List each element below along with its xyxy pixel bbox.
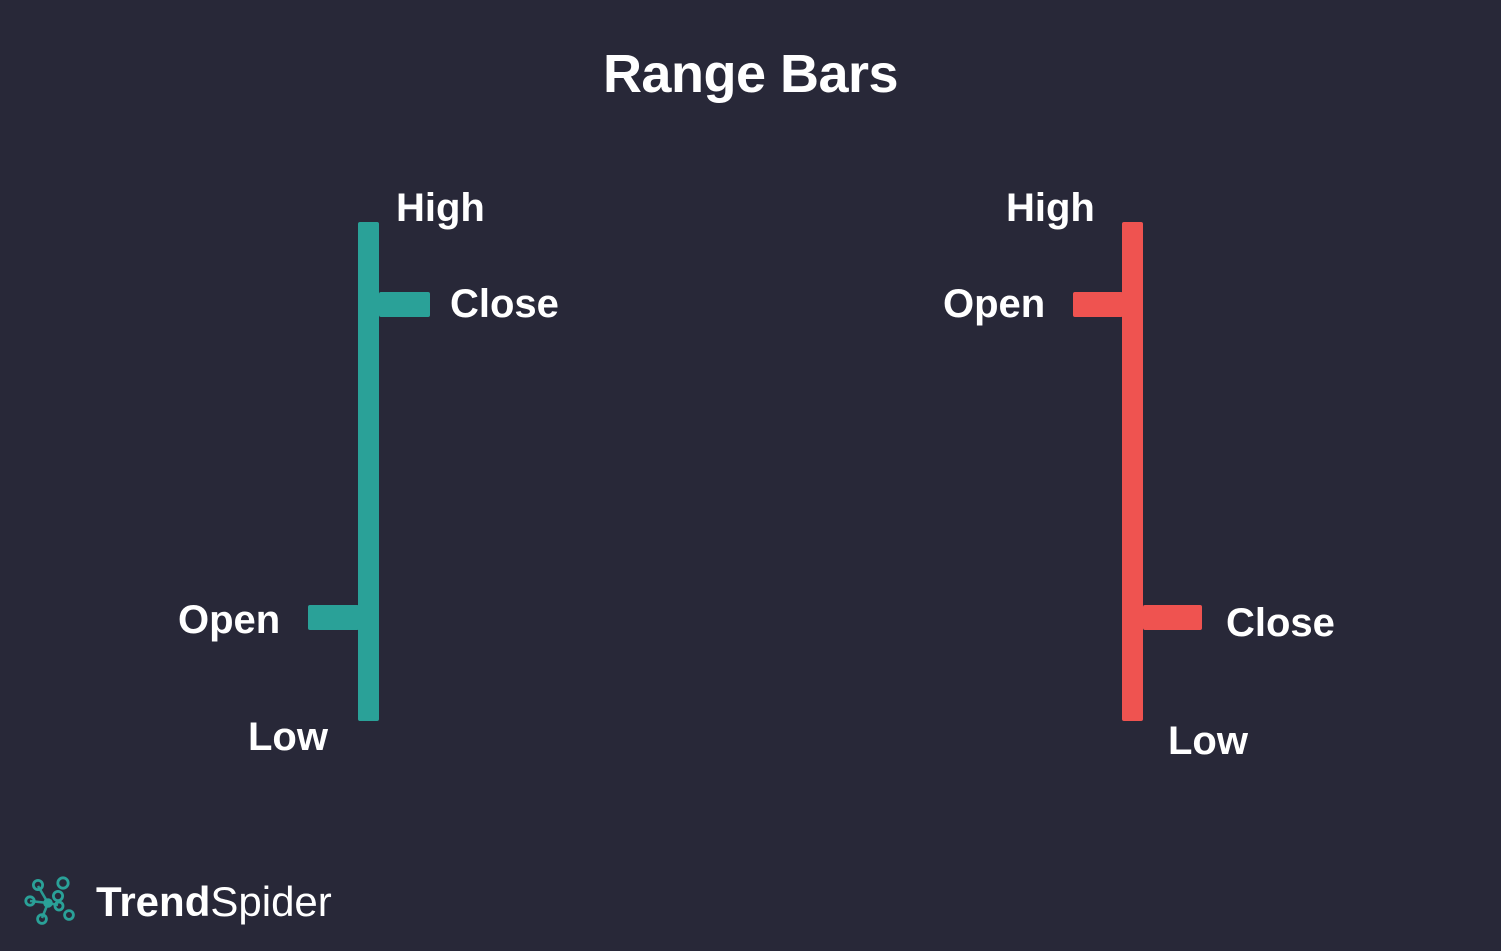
brand-wordmark-spider: Spider [210,878,332,925]
bearish-close-label: Close [1226,601,1335,645]
brand-logo: TrendSpider [22,872,332,932]
brand-wordmark-trend: Trend [96,878,211,925]
bearish-close-tick [1143,605,1202,630]
bullish-open-label: Open [178,598,281,642]
bullish-close-label: Close [450,282,559,326]
network-nodes-icon [24,876,75,925]
bearish-open-tick [1073,292,1123,317]
bearish-high-label: High [1006,186,1095,230]
bullish-low-label: Low [248,715,328,759]
bearish-high-low-stem [1122,222,1143,721]
bullish-close-tick [379,292,430,317]
brand-wordmark: TrendSpider [96,879,332,925]
bullish-high-low-stem [358,222,379,721]
bullish-open-tick [308,605,359,630]
page-title: Range Bars [602,44,899,104]
bearish-low-label: Low [1168,719,1248,763]
bearish-open-label: Open [943,282,1046,326]
bullish-high-label: High [396,186,485,230]
